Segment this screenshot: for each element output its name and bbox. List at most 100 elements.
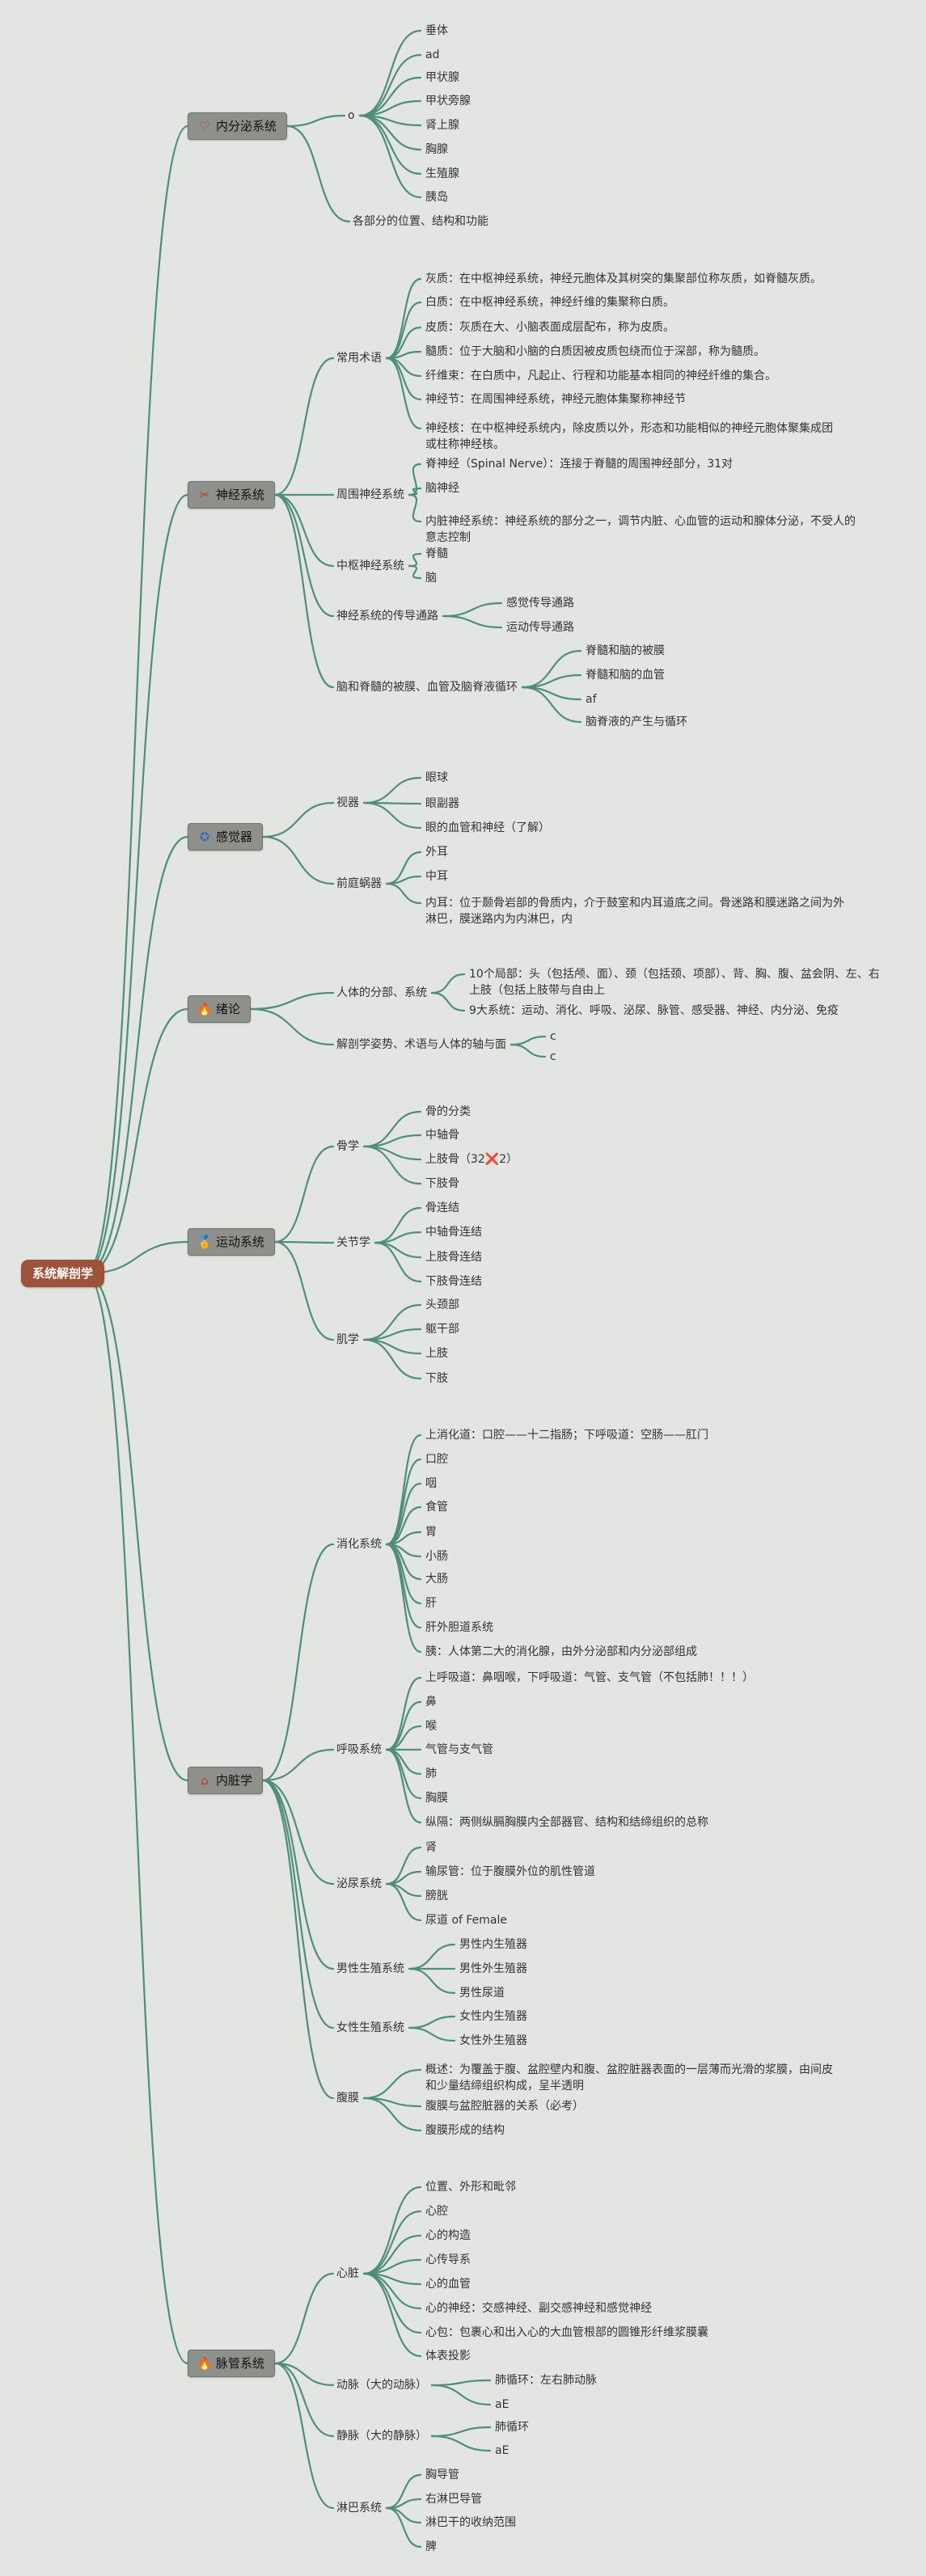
node-2-1-1[interactable]: 中耳 <box>425 868 448 885</box>
node-1-3[interactable]: 神经系统的传导通路 <box>336 608 438 624</box>
node-6-0-2[interactable]: 心的构造 <box>425 2228 471 2244</box>
node-1-0-4[interactable]: 纤维束：在白质中，凡起止、行程和功能基本相同的神经纤维的集合。 <box>425 368 776 384</box>
node-5-0-0[interactable]: 上消化道：口腔——十二指肠；下呼吸道：空肠——肛门 <box>425 1427 708 1443</box>
node-5-0-5[interactable]: 小肠 <box>425 1548 448 1565</box>
node-5-2-1[interactable]: 输尿管：位于腹膜外位的肌性管道 <box>425 1864 595 1880</box>
category-1[interactable]: ✂神经系统 <box>188 481 276 509</box>
node-5-0-3[interactable]: 食管 <box>425 1499 448 1515</box>
node-1-4-2[interactable]: af <box>586 691 597 707</box>
node-6-0-4[interactable]: 心的血管 <box>425 2276 471 2292</box>
node-4-1-1[interactable]: 中轴骨连结 <box>425 1224 482 1240</box>
node-3-1[interactable]: 解剖学姿势、术语与人体的轴与面 <box>336 1037 506 1053</box>
node-0-0-5[interactable]: 胸腺 <box>425 141 448 158</box>
node-2-0[interactable]: 视器 <box>336 795 359 811</box>
node-4-0[interactable]: 骨学 <box>336 1138 359 1155</box>
node-0-0-3[interactable]: 甲状旁腺 <box>425 93 471 109</box>
node-6-3-0[interactable]: 胸导管 <box>425 2467 459 2483</box>
node-4-1-0[interactable]: 骨连结 <box>425 1200 459 1216</box>
node-1-0-2[interactable]: 皮质：灰质在大、小脑表面成层配布，称为皮质。 <box>425 319 674 336</box>
node-5-4[interactable]: 女性生殖系统 <box>336 2020 404 2036</box>
node-3-0-1[interactable]: 9大系统：运动、消化、呼吸、泌尿、脉管、感受器、神经、内分泌、免疫 <box>469 1003 839 1019</box>
node-5-1-4[interactable]: 肺 <box>425 1766 437 1782</box>
node-5-2-0[interactable]: 肾 <box>425 1839 437 1856</box>
node-0-0-7[interactable]: 胰岛 <box>425 189 448 205</box>
node-1-2[interactable]: 中枢神经系统 <box>336 558 404 574</box>
node-6-0-7[interactable]: 体表投影 <box>425 2348 471 2364</box>
category-6[interactable]: 🔥脉管系统 <box>188 2350 276 2377</box>
node-6-1-1[interactable]: aE <box>495 2397 509 2413</box>
node-1-0-5[interactable]: 神经节：在周围神经系统，神经元胞体集聚称神经节 <box>425 391 686 408</box>
node-5-1[interactable]: 呼吸系统 <box>336 1742 382 1758</box>
node-1-1-1[interactable]: 脑神经 <box>425 480 459 496</box>
node-1-1-2[interactable]: 内脏神经系统：神经系统的部分之一，调节内脏、心血管的运动和腺体分泌，不受人的意志… <box>425 513 862 546</box>
node-6-0-1[interactable]: 心腔 <box>425 2203 448 2219</box>
node-4-2-3[interactable]: 下肢 <box>425 1370 448 1387</box>
category-4[interactable]: 🏅运动系统 <box>188 1228 276 1256</box>
node-5-2[interactable]: 泌尿系统 <box>336 1876 382 1892</box>
node-1-0-0[interactable]: 灰质：在中枢神经系统，神经元胞体及其树突的集聚部位称灰质，如脊髓灰质。 <box>425 271 822 287</box>
node-3-0-0[interactable]: 10个局部：头（包括颅、面）、颈（包括颈、项部）、背、胸、腹、盆会阴、左、右上肢… <box>469 966 882 999</box>
node-1-0-1[interactable]: 白质：在中枢神经系统，神经纤维的集聚称白质。 <box>425 294 674 310</box>
node-1-0[interactable]: 常用术语 <box>336 350 382 366</box>
node-5-1-1[interactable]: 鼻 <box>425 1694 437 1710</box>
node-1-2-1[interactable]: 脑 <box>425 570 437 586</box>
node-1-0-3[interactable]: 髓质：位于大脑和小脑的白质因被皮质包绕而位于深部，称为髓质。 <box>425 344 765 360</box>
category-0[interactable]: ♡内分泌系统 <box>188 112 288 140</box>
node-4-0-1[interactable]: 中轴骨 <box>425 1127 459 1143</box>
node-6-3-3[interactable]: 脾 <box>425 2539 437 2555</box>
node-5-1-0[interactable]: 上呼吸道：鼻咽喉，下呼吸道：气管、支气管（不包括肺！！！） <box>425 1670 754 1686</box>
node-6-0-3[interactable]: 心传导系 <box>425 2252 471 2268</box>
node-6-1[interactable]: 动脉（大的动脉） <box>336 2377 427 2393</box>
node-4-1[interactable]: 关节学 <box>336 1235 370 1251</box>
node-4-0-3[interactable]: 下肢骨 <box>425 1176 459 1192</box>
node-5-1-6[interactable]: 纵隔：两侧纵膈胸膜内全部器官、结构和结缔组织的总称 <box>425 1814 708 1831</box>
node-6-0[interactable]: 心脏 <box>336 2266 359 2282</box>
node-0-0-0[interactable]: 垂体 <box>425 23 448 39</box>
node-6-2-1[interactable]: aE <box>495 2443 509 2459</box>
node-5-5[interactable]: 腹膜 <box>336 2090 359 2106</box>
node-2-1-0[interactable]: 外耳 <box>425 844 448 860</box>
node-6-0-0[interactable]: 位置、外形和毗邻 <box>425 2179 516 2195</box>
node-4-1-3[interactable]: 下肢骨连结 <box>425 1273 482 1290</box>
node-5-0-4[interactable]: 胃 <box>425 1524 437 1540</box>
node-6-3[interactable]: 淋巴系统 <box>336 2500 382 2516</box>
node-3-1-1[interactable]: c <box>550 1049 556 1065</box>
node-2-1-2[interactable]: 内耳：位于颞骨岩部的骨质内，介于鼓室和内耳道底之间。骨迷路和膜迷路之间为外淋巴，… <box>425 895 846 927</box>
node-5-1-2[interactable]: 喉 <box>425 1718 437 1734</box>
node-5-1-5[interactable]: 胸膜 <box>425 1790 448 1806</box>
node-1-2-0[interactable]: 脊髓 <box>425 546 448 562</box>
node-5-0-6[interactable]: 大肠 <box>425 1571 448 1587</box>
node-4-2[interactable]: 肌学 <box>336 1332 359 1348</box>
node-5-3[interactable]: 男性生殖系统 <box>336 1961 404 1977</box>
node-5-5-0[interactable]: 概述：为覆盖于腹、盆腔壁内和腹、盆腔脏器表面的一层薄而光滑的浆膜，由间皮和少量结… <box>425 2062 838 2094</box>
node-6-0-6[interactable]: 心包：包裹心和出入心的大血管根部的圆锥形纤维浆膜囊 <box>425 2325 708 2341</box>
node-4-2-2[interactable]: 上肢 <box>425 1345 448 1362</box>
node-5-2-3[interactable]: 尿道 of Female <box>425 1912 507 1928</box>
node-4-0-2[interactable]: 上肢骨（32❌2） <box>425 1151 518 1168</box>
node-5-5-2[interactable]: 腹膜形成的结构 <box>425 2122 505 2139</box>
node-4-1-2[interactable]: 上肢骨连结 <box>425 1249 482 1265</box>
node-6-3-1[interactable]: 右淋巴导管 <box>425 2491 482 2507</box>
node-5-3-1[interactable]: 男性外生殖器 <box>459 1961 527 1977</box>
node-6-2[interactable]: 静脉（大的静脉） <box>336 2428 427 2444</box>
node-1-0-6[interactable]: 神经核：在中枢神经系统内，除皮质以外，形态和功能相似的神经元胞体聚集成团或柱称神… <box>425 420 838 453</box>
node-0-1[interactable]: 各部分的位置、结构和功能 <box>353 213 488 230</box>
node-4-0-0[interactable]: 骨的分类 <box>425 1104 471 1120</box>
node-4-2-0[interactable]: 头颈部 <box>425 1297 459 1313</box>
node-5-4-0[interactable]: 女性内生殖器 <box>459 2008 527 2025</box>
node-4-2-1[interactable]: 躯干部 <box>425 1321 459 1337</box>
category-3[interactable]: 🔥绪论 <box>188 995 252 1023</box>
node-5-0-7[interactable]: 肝 <box>425 1595 437 1611</box>
node-5-3-2[interactable]: 男性尿道 <box>459 1985 505 2001</box>
node-5-5-1[interactable]: 腹膜与盆腔脏器的关系（必考） <box>425 2098 584 2114</box>
node-1-1[interactable]: 周围神经系统 <box>336 487 404 503</box>
node-0-0-1[interactable]: ad <box>425 47 439 63</box>
node-5-0-2[interactable]: 咽 <box>425 1476 437 1492</box>
node-1-1-0[interactable]: 脊神经（Spinal Nerve）：连接于脊髓的周围神经部分，31对 <box>425 456 733 472</box>
node-2-0-2[interactable]: 眼的血管和神经（了解） <box>425 820 550 836</box>
node-3-0[interactable]: 人体的分部、系统 <box>336 985 427 1001</box>
node-5-3-0[interactable]: 男性内生殖器 <box>459 1936 527 1953</box>
node-6-2-0[interactable]: 肺循环 <box>495 2419 529 2435</box>
node-0-0-2[interactable]: 甲状腺 <box>425 70 459 86</box>
node-2-0-1[interactable]: 眼副器 <box>425 796 459 812</box>
